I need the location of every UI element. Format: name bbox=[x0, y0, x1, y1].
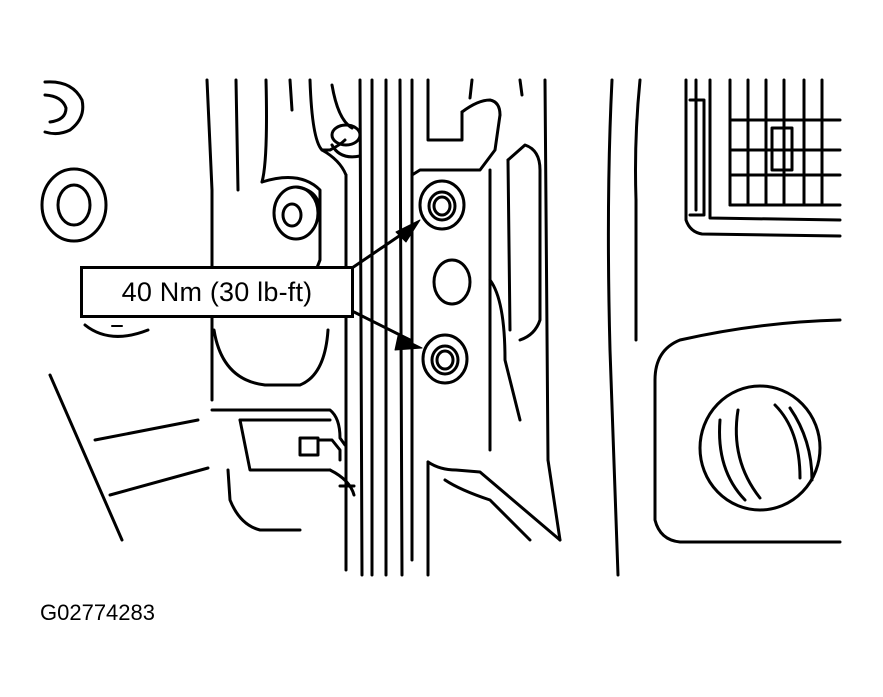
vent-grille bbox=[684, 78, 842, 238]
connector-block bbox=[210, 408, 356, 532]
lower-left-arc bbox=[83, 323, 150, 338]
lower-left-panel-lines bbox=[48, 373, 210, 542]
pillar-panel bbox=[205, 78, 414, 577]
upper-bolt bbox=[418, 179, 466, 231]
left-oval-ring bbox=[40, 167, 108, 243]
control-knob-panel bbox=[653, 318, 842, 544]
top-left-ring bbox=[43, 80, 85, 136]
right-trim bbox=[606, 78, 642, 577]
figure-id: G02774283 bbox=[40, 600, 155, 625]
upper-bracket bbox=[410, 78, 524, 177]
lower-bolt bbox=[421, 333, 469, 385]
center-hole bbox=[432, 258, 472, 306]
callout-leaders bbox=[350, 219, 423, 351]
torque-callout-box: 40 Nm (30 lb-ft) bbox=[80, 266, 354, 318]
torque-label: 40 Nm (30 lb-ft) bbox=[121, 276, 313, 307]
small-bolt bbox=[272, 185, 322, 241]
channel-rail bbox=[488, 78, 562, 542]
lower-brace bbox=[426, 460, 562, 577]
